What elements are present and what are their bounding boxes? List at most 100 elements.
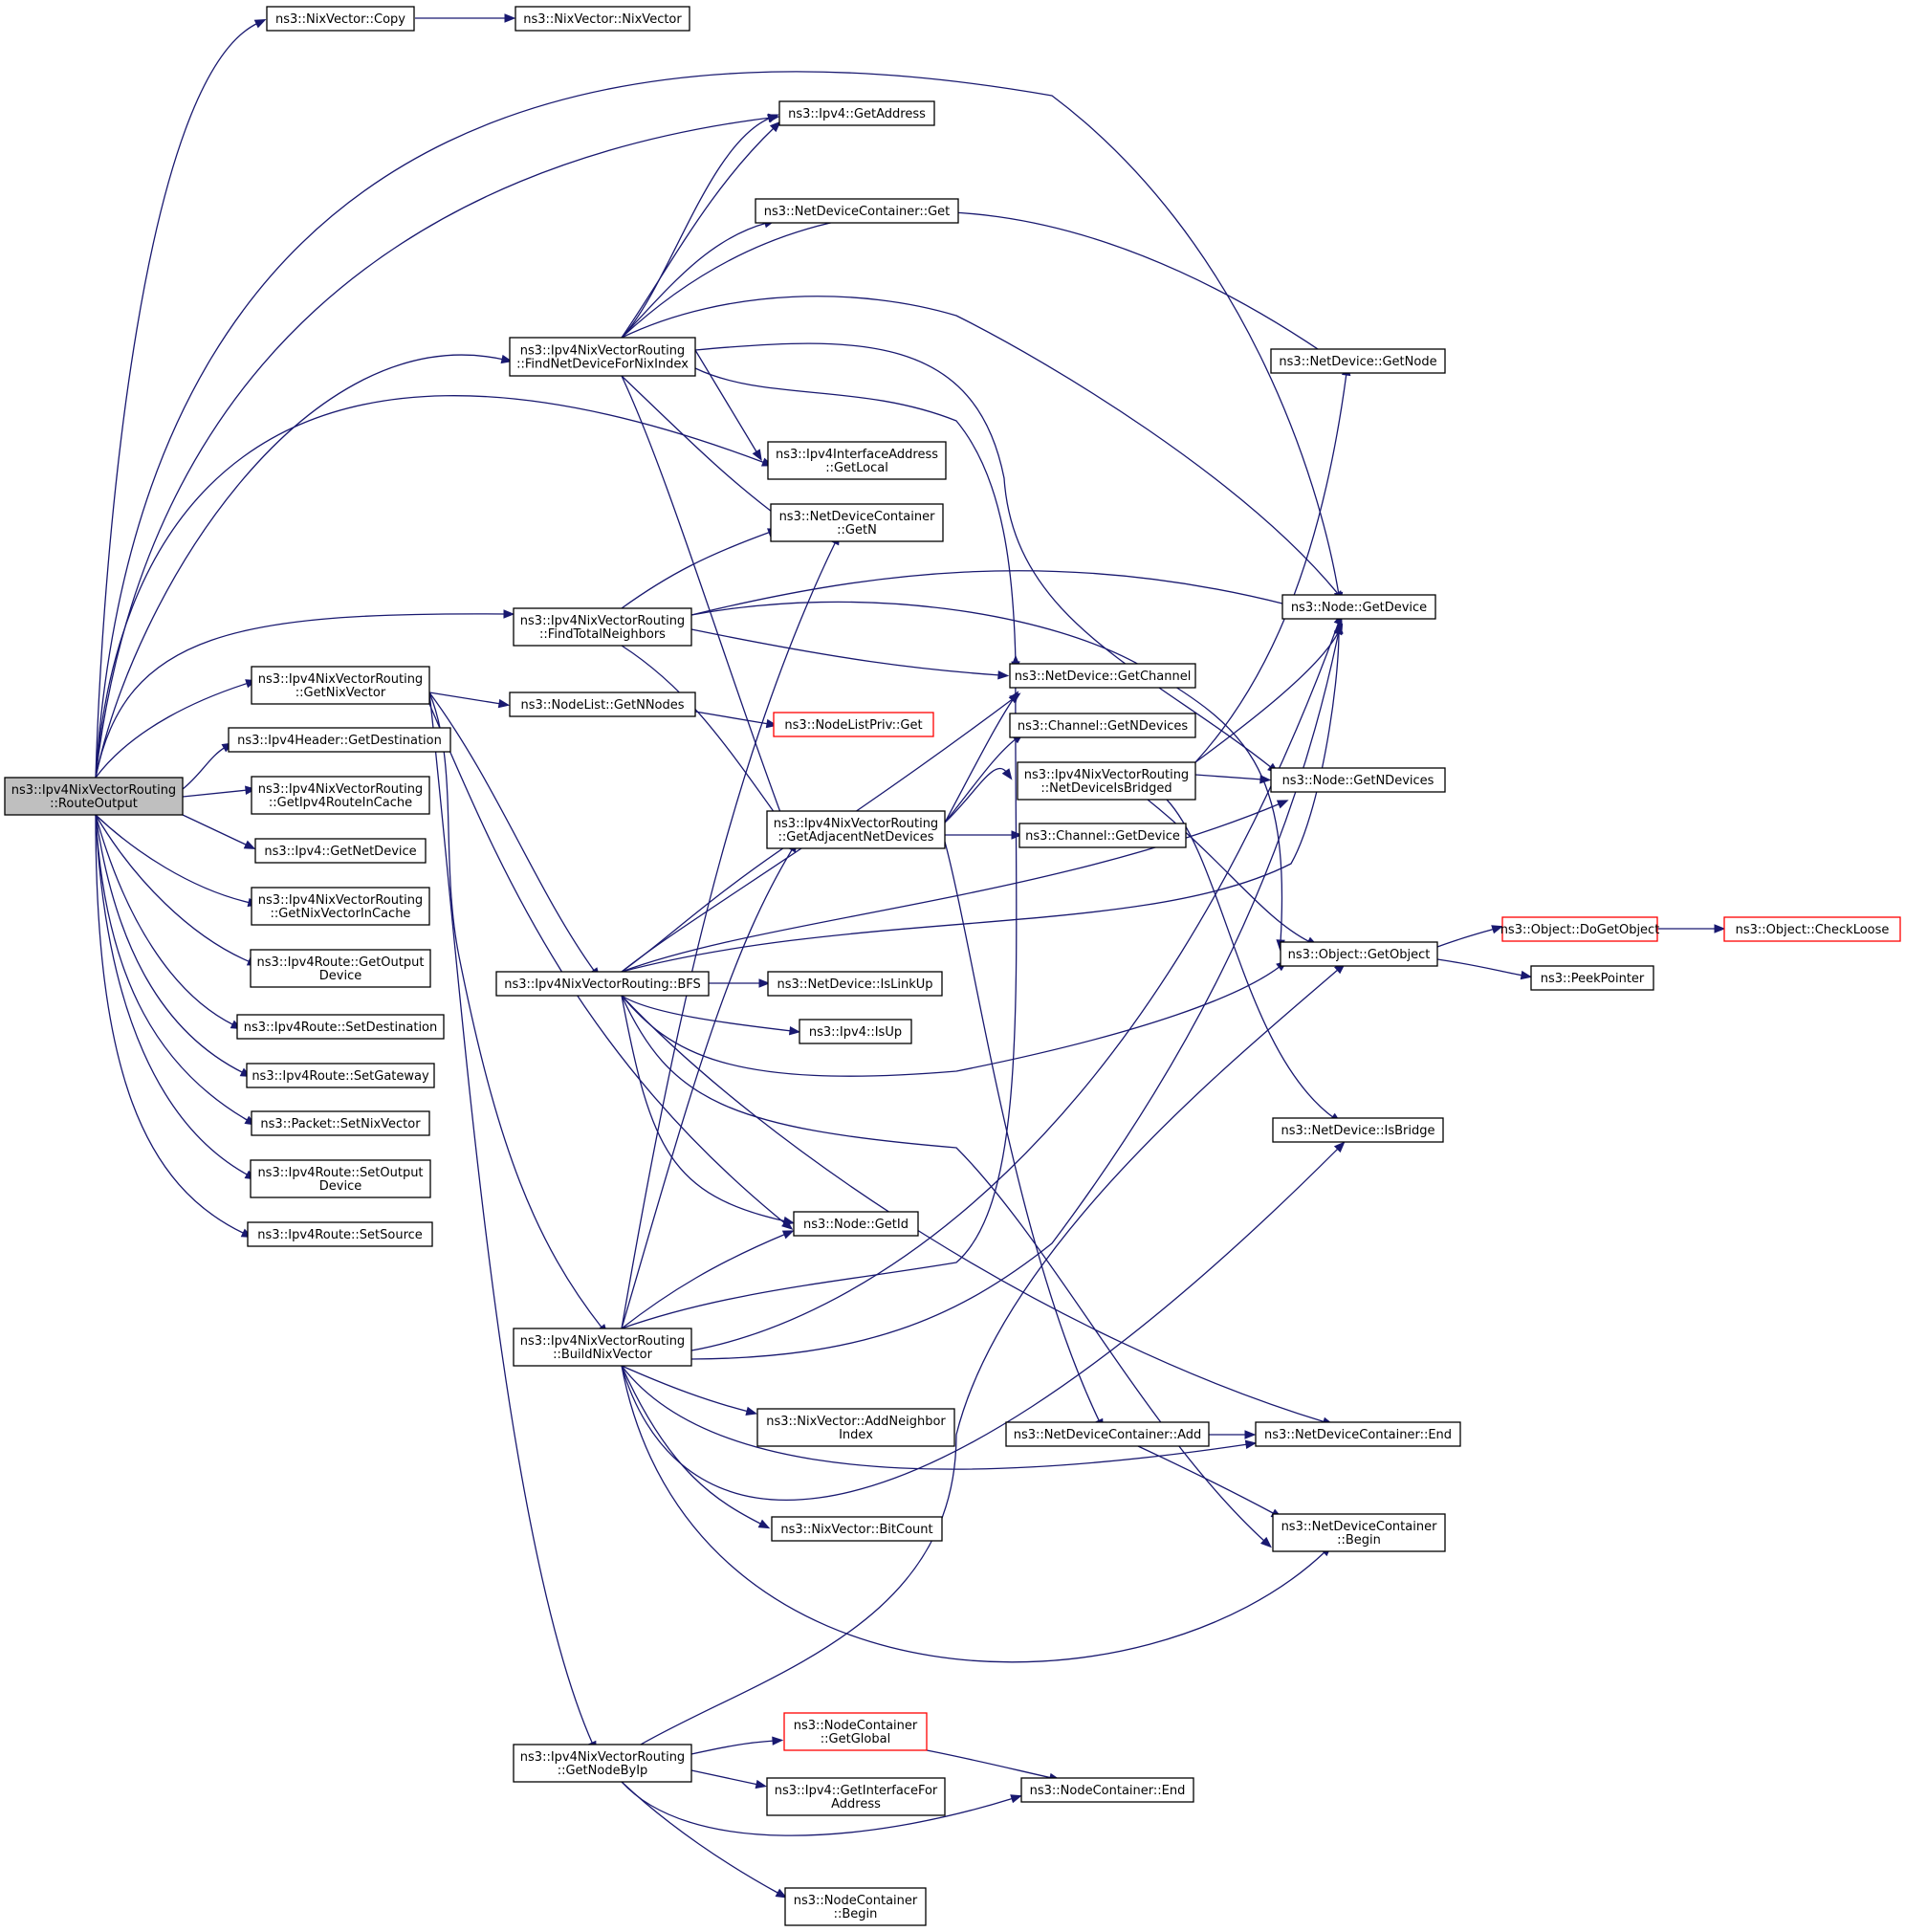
function-node[interactable]: ns3::Ipv4::GetNetDevice — [254, 838, 427, 864]
call-edge — [690, 1740, 776, 1755]
function-node[interactable]: ns3::NixVector::BitCount — [771, 1516, 943, 1542]
call-edge — [690, 628, 1001, 676]
call-edge — [690, 630, 1340, 1360]
arrow-head — [1259, 775, 1272, 784]
call-edge — [1194, 630, 1340, 763]
node-box — [513, 1744, 692, 1783]
function-node[interactable]: ns3::Ipv4InterfaceAddress::GetLocal — [767, 441, 947, 480]
function-node[interactable]: ns3::NixVector::Copy — [266, 6, 415, 32]
call-edge — [428, 692, 594, 1745]
function-node[interactable]: ns3::NetDevice::GetChannel — [1009, 663, 1196, 689]
arrow-head — [1001, 768, 1013, 780]
function-node[interactable]: ns3::NodeContainer::End — [1020, 1777, 1194, 1803]
node-label: ns3::Ipv4NixVectorRouting — [258, 782, 423, 797]
function-node[interactable]: ns3::Ipv4::GetAddress — [778, 100, 935, 126]
function-node[interactable]: ns3::NetDeviceContainer::Get — [755, 198, 959, 224]
node-label: Device — [319, 969, 361, 983]
function-node[interactable]: ns3::Ipv4NixVectorRouting::GetIpv4RouteI… — [251, 776, 430, 815]
function-node[interactable]: ns3::NodeContainer::Begin — [784, 1887, 927, 1926]
call-edge — [95, 814, 250, 1176]
node-label: ns3::Ipv4Route::SetSource — [257, 1228, 423, 1242]
function-node[interactable]: ns3::Packet::SetNixVector — [251, 1110, 430, 1136]
function-node[interactable]: ns3::NetDeviceContainer::GetN — [770, 503, 944, 542]
node-label: ns3::Object::DoGetObject — [1500, 923, 1660, 937]
function-node[interactable]: ns3::Ipv4NixVectorRouting::RouteOutput — [4, 777, 184, 816]
arrow-head — [788, 1026, 801, 1036]
function-node[interactable]: ns3::Object::DoGetObject — [1500, 916, 1660, 942]
call-edge — [1147, 799, 1311, 943]
call-edge — [1436, 928, 1496, 948]
node-box — [251, 776, 430, 815]
arrow-head — [1259, 1536, 1272, 1548]
node-label: ::GetLocal — [825, 461, 888, 475]
function-node[interactable]: ns3::Channel::GetNDevices — [1009, 713, 1196, 738]
call-edge — [621, 540, 837, 1329]
function-node[interactable]: ns3::NetDevice::IsLinkUp — [767, 971, 943, 997]
function-node[interactable]: ns3::NixVector::NixVector — [515, 6, 690, 32]
function-node[interactable]: ns3::NetDevice::GetNode — [1270, 348, 1446, 374]
function-node[interactable]: ns3::NetDevice::IsBridge — [1272, 1117, 1444, 1143]
function-node[interactable]: ns3::Object::GetObject — [1280, 941, 1438, 967]
function-node[interactable]: ns3::Ipv4NixVectorRouting::GetNixVectorI… — [251, 887, 430, 926]
call-edge — [95, 682, 250, 779]
function-node[interactable]: ns3::Ipv4NixVectorRouting::GetNodeByIp — [513, 1744, 692, 1783]
node-label: ns3::PeekPointer — [1541, 972, 1645, 986]
function-node[interactable]: ns3::Ipv4NixVectorRouting::BuildNixVecto… — [513, 1328, 692, 1367]
node-box — [793, 1211, 919, 1237]
node-label: ::BuildNixVector — [553, 1348, 653, 1362]
call-edge — [95, 814, 252, 904]
function-node[interactable]: ns3::NetDeviceContainer::End — [1255, 1421, 1461, 1447]
function-node[interactable]: ns3::Node::GetDevice — [1281, 594, 1436, 620]
node-box — [767, 441, 947, 480]
function-node[interactable]: ns3::Ipv4NixVectorRouting::GetNixVector — [251, 666, 430, 705]
node-label: ns3::Ipv4::IsUp — [809, 1025, 902, 1040]
function-node[interactable]: ns3::Channel::GetDevice — [1018, 823, 1187, 848]
function-node[interactable]: ns3::NodeContainer::GetGlobal — [783, 1712, 928, 1751]
node-label: ns3::Ipv4NixVectorRouting — [774, 817, 938, 831]
function-node[interactable]: ns3::Ipv4Route::SetGateway — [246, 1063, 435, 1088]
node-box — [1272, 1513, 1446, 1552]
function-node[interactable]: ns3::NetDeviceContainer::Add — [1005, 1421, 1210, 1447]
node-label: ns3::NixVector::BitCount — [780, 1523, 932, 1537]
node-label: Device — [319, 1179, 361, 1194]
function-node[interactable]: ns3::Object::CheckLoose — [1723, 916, 1901, 942]
call-edge — [944, 841, 1101, 1423]
function-node[interactable]: ns3::Ipv4NixVectorRouting::GetAdjacentNe… — [766, 810, 946, 849]
function-node[interactable]: ns3::Ipv4NixVectorRouting::FindTotalNeig… — [513, 607, 692, 647]
call-edge — [694, 711, 770, 725]
node-label: ns3::Ipv4NixVectorRouting — [520, 344, 685, 359]
function-node[interactable]: ns3::Ipv4NixVectorRouting::FindNetDevice… — [509, 337, 696, 377]
function-node[interactable]: ns3::Ipv4Route::SetSource — [247, 1221, 433, 1247]
function-node[interactable]: ns3::Ipv4NixVectorRouting::NetDeviceIsBr… — [1017, 761, 1196, 801]
arrow-head — [245, 785, 257, 795]
node-box — [784, 1887, 927, 1926]
call-edge — [621, 847, 794, 1329]
node-label: ns3::Ipv4NixVectorRouting — [258, 672, 423, 687]
function-node[interactable]: ns3::Ipv4Header::GetDestination — [228, 727, 451, 753]
arrow-head — [752, 449, 762, 462]
function-node[interactable]: ns3::NodeList::GetNNodes — [509, 692, 696, 717]
node-box — [513, 1328, 692, 1367]
node-box — [1280, 941, 1438, 967]
node-box — [4, 777, 184, 816]
function-node[interactable]: ns3::PeekPointer — [1530, 965, 1654, 991]
function-node[interactable]: ns3::Ipv4NixVectorRouting::BFS — [495, 971, 710, 997]
call-edge — [621, 1147, 1340, 1501]
call-edge — [944, 697, 1015, 823]
call-edge — [694, 349, 758, 454]
function-node[interactable]: ns3::NetDeviceContainer::Begin — [1272, 1513, 1446, 1552]
call-edge — [95, 814, 246, 1235]
function-node[interactable]: ns3::Ipv4Route::SetDestination — [236, 1014, 445, 1040]
node-label: ns3::Ipv4NixVectorRouting — [520, 614, 685, 628]
function-node[interactable]: ns3::Ipv4::IsUp — [799, 1019, 912, 1044]
function-node[interactable]: ns3::Node::GetNDevices — [1270, 767, 1446, 793]
call-edge — [95, 354, 505, 779]
function-node[interactable]: ns3::NodeListPriv::Get — [773, 712, 934, 737]
call-edge — [95, 395, 766, 779]
function-node[interactable]: ns3::Node::GetId — [793, 1211, 919, 1237]
arrow-head — [1244, 1439, 1258, 1450]
